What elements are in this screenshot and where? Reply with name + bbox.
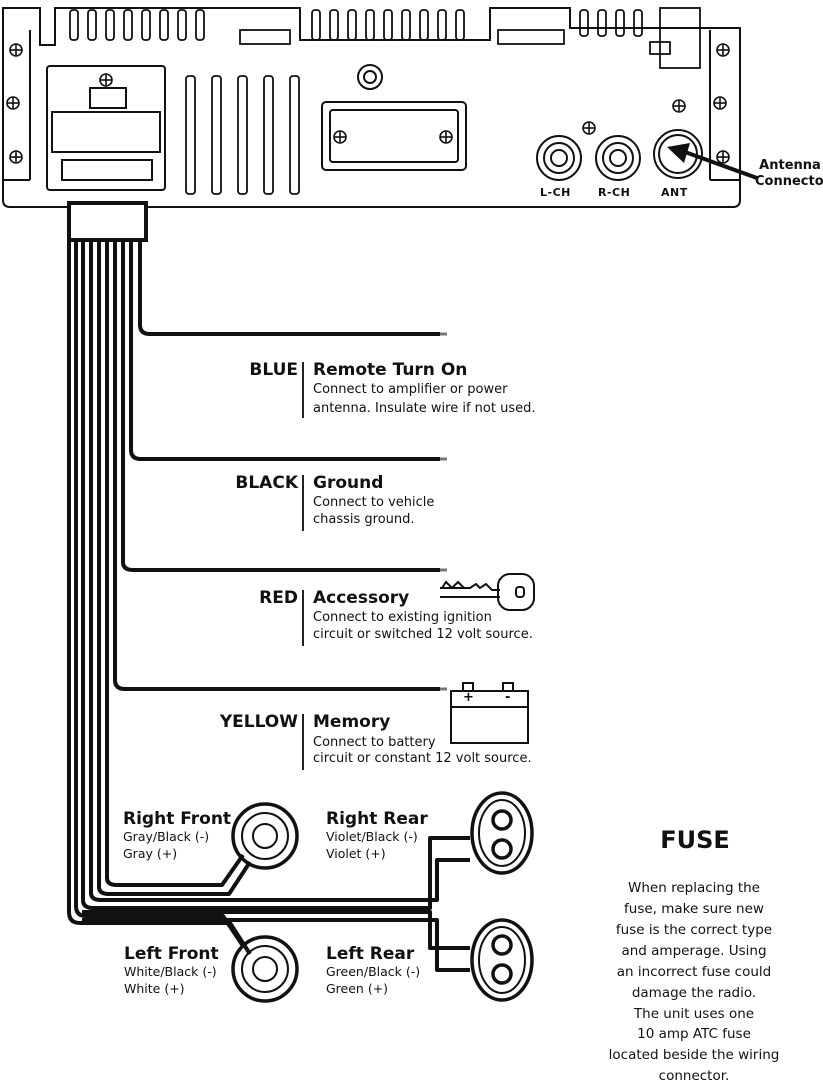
port-label-ant: ANT [661,186,688,199]
divider [302,475,304,531]
fuse-title: FUSE [660,826,730,854]
left-rear-speaker-icon [470,918,534,1002]
wire-end-caps [440,332,447,691]
battery-minus-label: - [505,690,511,705]
right-rear-speaker-icon [470,791,534,875]
divider [302,714,304,770]
wire-bundle [67,240,470,972]
mounting-hole-icons [6,43,730,164]
right-front-speaker-icon [231,802,299,870]
left-front-speaker-icon [231,935,299,1003]
battery-icon [450,682,529,744]
port-label-rch: R-CH [598,186,631,199]
harness-plug [67,201,148,242]
antenna-arrow [667,143,758,180]
speaker-label-right-front: Right Front Gray/Black (-) Gray (+) [123,809,232,862]
speaker-label-left-front: Left Front White/Black (-) White (+) [124,944,219,997]
speaker-label-left-rear: Left Rear Green/Black (-) Green (+) [326,944,421,997]
battery-plus-label: + [463,690,474,705]
rca-jack-icons [536,135,641,181]
port-label-lch: L-CH [540,186,571,199]
antenna-jack-icon [653,129,703,179]
head-unit-chassis [2,7,741,208]
antenna-connector-label: Antenna Connector [755,158,823,190]
ignition-key-icon [440,573,535,611]
speaker-label-right-rear: Right Rear Violet/Black (-) Violet (+) [326,809,428,862]
divider [302,362,304,418]
divider [302,590,304,646]
fuse-description: When replacing the fuse, make sure new f… [608,880,780,1085]
